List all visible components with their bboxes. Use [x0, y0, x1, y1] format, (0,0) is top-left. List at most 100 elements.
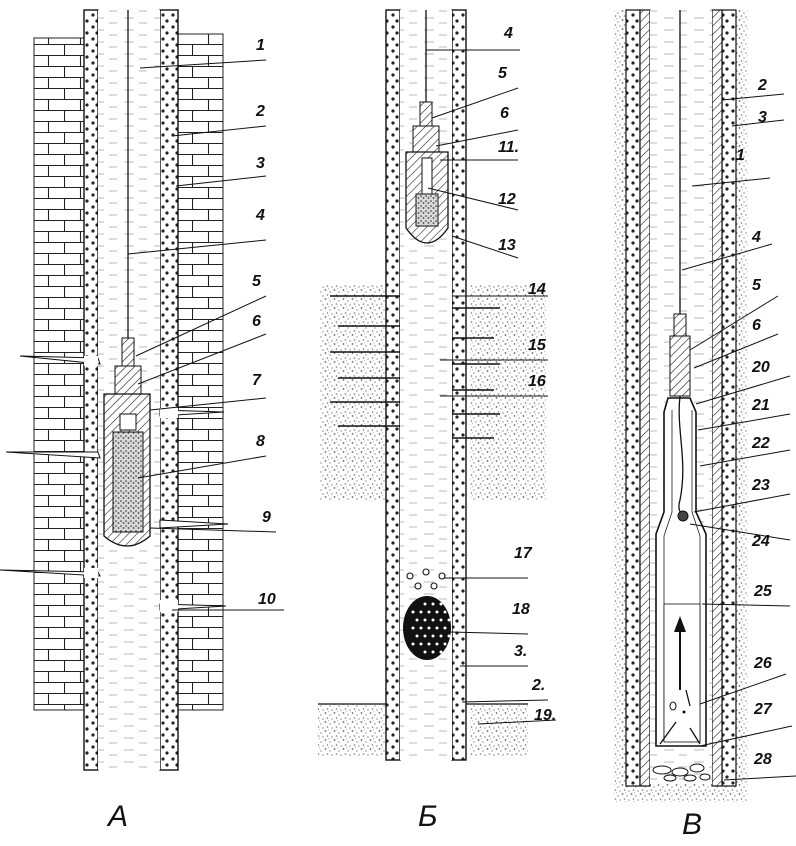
- reference-label: 22: [751, 435, 770, 452]
- fracture-right-2: [159, 519, 229, 529]
- reference-label: 5: [752, 277, 762, 294]
- leader-line: [689, 295, 779, 351]
- valve-left: [659, 721, 677, 745]
- cable-head: [419, 101, 433, 129]
- casing-right: [159, 9, 179, 771]
- casing-left: [385, 9, 401, 761]
- leader-line: [723, 775, 796, 781]
- panel-b: [318, 0, 546, 761]
- adapter: [412, 125, 440, 153]
- reference-label: 6: [500, 105, 509, 122]
- leader-line: [689, 523, 791, 541]
- igniter: [421, 157, 433, 195]
- cement-right: [721, 9, 737, 787]
- gas-slug-dot: [423, 650, 427, 654]
- reference-label: 23: [751, 477, 770, 494]
- reference-label: 14: [528, 281, 546, 298]
- leader-line: [149, 527, 277, 533]
- leader-line: [681, 243, 773, 271]
- valve-right: [689, 727, 701, 745]
- gas-slug-dot: [419, 610, 423, 614]
- leader-line: [721, 93, 785, 101]
- gas-slug-dot: [411, 626, 415, 630]
- gas-slug-dot: [415, 634, 419, 638]
- casing-right: [451, 9, 467, 761]
- reference-label: 19.: [534, 707, 556, 724]
- particle-dot: [682, 710, 686, 714]
- leader-line: [697, 413, 791, 431]
- leader-line: [699, 673, 787, 705]
- leader-line: [171, 125, 267, 137]
- caption-b: Б: [418, 800, 438, 833]
- leader-line: [137, 333, 267, 385]
- leader-line: [477, 719, 557, 725]
- gas-slug-dot: [447, 634, 451, 638]
- leader-line: [691, 177, 771, 187]
- reference-label: 20: [751, 359, 770, 376]
- leader-line: [431, 87, 519, 119]
- reference-label: 5: [252, 273, 262, 290]
- leader-line: [731, 119, 785, 127]
- powder-charge: [112, 431, 144, 533]
- reference-label: 1: [256, 37, 265, 54]
- gas-slug-dot: [423, 634, 427, 638]
- reference-label: 2: [757, 77, 767, 94]
- reference-label: 10: [258, 591, 276, 608]
- reference-labels: 1234567891045611.121314151617183.2.19.23…: [127, 25, 796, 781]
- fracture-left-1: [19, 355, 101, 365]
- adapter: [114, 365, 142, 397]
- gas-slug-dot: [419, 642, 423, 646]
- reference-label: 9: [262, 509, 271, 526]
- reference-label: 5: [498, 65, 508, 82]
- reference-label: 15: [528, 337, 547, 354]
- reference-label: 13: [498, 237, 516, 254]
- leader-line: [137, 455, 267, 479]
- leader-line: [175, 175, 267, 187]
- caption-a: А: [106, 800, 128, 833]
- reference-label: 24: [751, 533, 770, 550]
- reference-label: 17: [514, 545, 533, 562]
- fracture-left-3: [0, 569, 101, 577]
- perforation-channels: [330, 295, 500, 439]
- leader-line: [451, 235, 519, 259]
- panel-v: [614, 9, 748, 802]
- gas-slug-dot: [427, 642, 431, 646]
- reference-label: 4: [255, 207, 265, 224]
- reference-label: 8: [256, 433, 265, 450]
- casing-left: [639, 9, 651, 787]
- leader-line: [449, 631, 529, 635]
- igniter: [119, 413, 137, 431]
- gas-slug-dot: [411, 610, 415, 614]
- gas-slug-dot: [423, 618, 427, 622]
- gas-slug-dot: [431, 618, 435, 622]
- gas-slug-dot: [423, 602, 427, 606]
- leader-line: [127, 239, 267, 255]
- gas-slug-dot: [435, 642, 439, 646]
- rock-formation-right: [177, 33, 224, 711]
- gas-slug-dot: [443, 610, 447, 614]
- particle-stick: [685, 689, 691, 707]
- caption-v: В: [682, 808, 702, 841]
- reference-label: 25: [753, 583, 773, 600]
- gas-slug-dot: [427, 626, 431, 630]
- gas-slug-dot: [439, 618, 443, 622]
- gas-slug-dot: [435, 610, 439, 614]
- reference-label: 27: [753, 701, 773, 718]
- reference-label: 3.: [514, 643, 527, 660]
- reference-label: 3: [256, 155, 265, 172]
- reference-label: 2: [255, 103, 265, 120]
- casing-gap: [160, 600, 178, 612]
- gas-slug-dot: [419, 626, 423, 630]
- reference-label: 7: [252, 372, 262, 389]
- reference-label: 4: [503, 25, 513, 42]
- gas-slug-dot: [415, 618, 419, 622]
- reference-label: 18: [512, 601, 530, 618]
- gas-slug-dot: [443, 642, 447, 646]
- gas-slug-dot: [411, 642, 415, 646]
- gas-slug: [403, 596, 451, 660]
- casing-left: [83, 9, 99, 771]
- powder-charge: [415, 193, 439, 227]
- gas-slug-dot: [439, 650, 443, 654]
- reference-label: 6: [252, 313, 261, 330]
